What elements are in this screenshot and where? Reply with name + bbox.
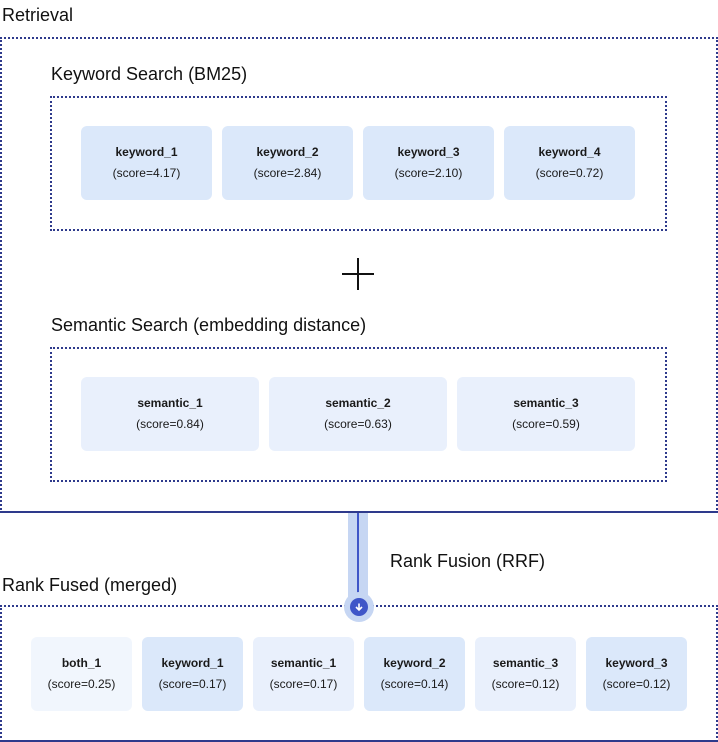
rank-fusion-label: Rank Fusion (RRF) [390, 551, 546, 571]
semantic-result-card: semantic_2 (score=0.63) [269, 377, 447, 451]
retrieval-container [0, 37, 718, 513]
semantic-result-name: semantic_2 [325, 396, 391, 410]
fused-result-card: keyword_1 (score=0.17) [142, 637, 243, 711]
semantic-result-card: semantic_3 (score=0.59) [457, 377, 635, 451]
fused-result-score: (score=0.14) [380, 677, 449, 691]
arrow-down-icon [344, 592, 374, 622]
semantic-result-card: semantic_1 (score=0.84) [81, 377, 259, 451]
fused-result-name: both_1 [61, 656, 102, 670]
semantic-search-title: Semantic Search (embedding distance) [51, 315, 367, 335]
fused-result-score: (score=0.12) [602, 677, 671, 691]
keyword-result-card: keyword_3 (score=2.10) [363, 126, 494, 200]
keyword-result-score: (score=4.17) [112, 166, 181, 180]
fused-result-card: semantic_1 (score=0.17) [253, 637, 354, 711]
semantic-result-score: (score=0.59) [512, 417, 580, 431]
fused-result-name: keyword_1 [161, 656, 224, 670]
keyword-result-name: keyword_1 [115, 145, 178, 159]
fused-result-card: both_1 (score=0.25) [31, 637, 132, 711]
fused-result-score: (score=0.25) [47, 677, 116, 691]
semantic-result-name: semantic_3 [513, 396, 579, 410]
semantic-result-score: (score=0.63) [324, 417, 392, 431]
fused-result-name: keyword_3 [605, 656, 668, 670]
semantic-result-score: (score=0.84) [136, 417, 204, 431]
fused-result-card: semantic_3 (score=0.12) [475, 637, 576, 711]
keyword-search-title: Keyword Search (BM25) [51, 64, 248, 84]
fusion-connector-line [357, 513, 359, 605]
fused-result-name: semantic_1 [270, 656, 337, 670]
keyword-result-card: keyword_1 (score=4.17) [81, 126, 212, 200]
keyword-search-box [50, 96, 667, 231]
fused-result-score: (score=0.12) [491, 677, 560, 691]
keyword-result-name: keyword_3 [397, 145, 460, 159]
fused-result-score: (score=0.17) [158, 677, 227, 691]
rank-fused-title: Rank Fused (merged) [2, 575, 178, 595]
keyword-result-score: (score=2.10) [394, 166, 463, 180]
fused-result-card: keyword_3 (score=0.12) [586, 637, 687, 711]
retrieval-title: Retrieval [2, 5, 74, 25]
keyword-result-score: (score=2.84) [253, 166, 322, 180]
keyword-result-card: keyword_4 (score=0.72) [504, 126, 635, 200]
fused-result-score: (score=0.17) [269, 677, 338, 691]
keyword-result-score: (score=0.72) [535, 166, 604, 180]
semantic-result-name: semantic_1 [137, 396, 203, 410]
fused-result-card: keyword_2 (score=0.14) [364, 637, 465, 711]
keyword-result-name: keyword_2 [256, 145, 319, 159]
keyword-result-card: keyword_2 (score=2.84) [222, 126, 353, 200]
semantic-search-box [50, 347, 667, 482]
fused-result-name: keyword_2 [383, 656, 446, 670]
keyword-result-name: keyword_4 [538, 145, 601, 159]
fused-result-name: semantic_3 [492, 656, 559, 670]
plus-icon [340, 256, 376, 292]
